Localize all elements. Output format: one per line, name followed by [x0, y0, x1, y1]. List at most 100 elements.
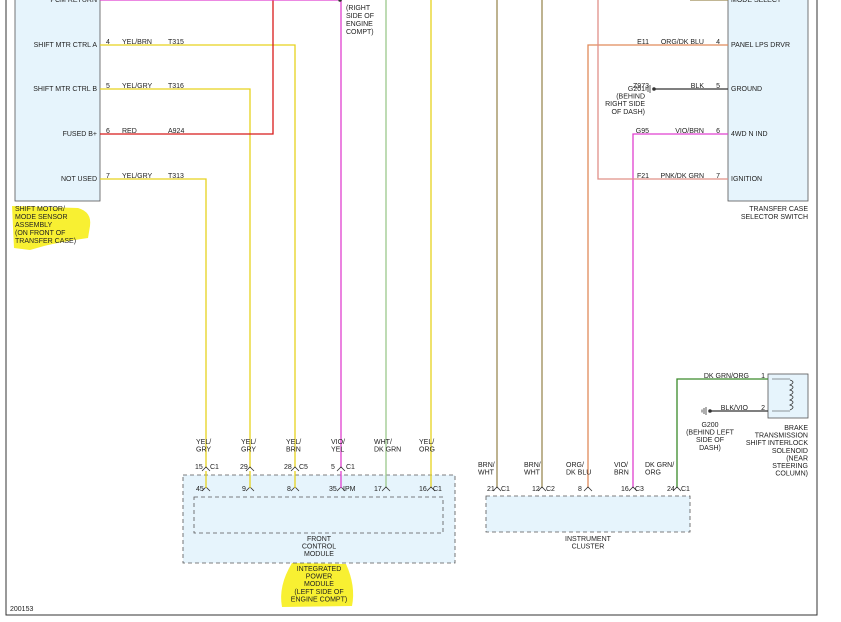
- transfer-case-circuit-id: G95: [636, 128, 649, 135]
- ipm-connector-id: C1: [433, 486, 442, 493]
- cluster-pin-number: 21: [487, 486, 495, 493]
- ground-g200-location: (BEHIND LEFT: [686, 430, 735, 437]
- shift-motor-circuit-id: A924: [168, 128, 184, 135]
- cluster-name: CLUSTER: [572, 544, 605, 551]
- fcm-name: MODULE: [304, 551, 334, 558]
- ground-top-location: COMPT): [346, 29, 374, 36]
- cluster-wire-color: ORG: [645, 470, 661, 477]
- ground-top-location: ENGINE: [346, 21, 373, 28]
- ipm-connector-id: IPM: [343, 486, 356, 493]
- transfer-case-pin-label: 4WD N IND: [731, 131, 768, 138]
- cluster-connector-id: C1: [501, 486, 510, 493]
- shift-motor-circuit-id: T316: [168, 83, 184, 90]
- ipm-wire-color: YEL/: [196, 439, 211, 446]
- ground-g200-location: G200: [701, 422, 718, 429]
- fcm-name: FRONT: [307, 536, 332, 543]
- ipm-wire-color: DK GRN: [374, 447, 401, 454]
- ipm-wire-color: BRN: [286, 447, 301, 454]
- transfer-case-name: TRANSFER CASE: [749, 206, 808, 213]
- transfer-case-wire-color: PNK/DK GRN: [660, 173, 704, 180]
- solenoid-box: [767, 373, 809, 419]
- wire-t313: [100, 178, 207, 468]
- ipm-pin-number: 8: [287, 486, 291, 493]
- ipm-wire-color: VIO/: [331, 439, 345, 446]
- cluster-wire-color: VIO/: [614, 462, 628, 469]
- transfer-case-wire-color: VIO/BRN: [675, 128, 704, 135]
- transfer-case-pin-number: 7: [716, 173, 720, 180]
- solenoid-name: COLUMN): [775, 471, 808, 478]
- ground-g201-icon: [645, 85, 656, 93]
- shift-motor-wire-color: YEL/GRY: [122, 83, 153, 90]
- cluster-wire-color: DK BLU: [566, 470, 591, 477]
- shift-motor-box: [14, 0, 101, 202]
- wires: [100, 0, 768, 488]
- shift-motor-name: (ON FRONT OF: [15, 230, 65, 237]
- shift-motor-name: ASSEMBLY: [15, 222, 53, 229]
- transfer-case-box: [727, 0, 809, 202]
- transfer-case-pin-label: IGNITION: [731, 176, 762, 183]
- ground-g200-location: SIDE OF: [696, 437, 724, 444]
- ipm-name: INTEGRATED: [297, 566, 342, 573]
- cluster-box: [485, 495, 691, 533]
- transfer-case-wire-color: ORG/DK BLU: [661, 39, 704, 46]
- cluster-connector-id: C2: [546, 486, 555, 493]
- fcm-box: [193, 496, 444, 534]
- solenoid-name: SOLENOID: [772, 448, 808, 455]
- highlight-shift-motor: [12, 206, 91, 250]
- ipm-pin-number: 45: [196, 486, 204, 493]
- solenoid-wire-color: BLK/VIO: [721, 405, 749, 412]
- transfer-case-pin-number: 4: [716, 39, 720, 46]
- shift-motor-pin-number: 6: [106, 128, 110, 135]
- shift-motor-pin-number: 7: [106, 173, 110, 180]
- transfer-case-pin-number: 5: [716, 83, 720, 90]
- ipm-wire-color: GRY: [241, 447, 256, 454]
- ipm-wire-color: ORG: [419, 447, 435, 454]
- cluster-pin-number: 24: [667, 486, 675, 493]
- ipm-jumpers: [205, 471, 342, 488]
- solenoid-name: SHIFT INTERLOCK: [746, 440, 808, 447]
- connector-arrows: [201, 466, 682, 492]
- ground-g201-location: RIGHT SIDE: [605, 101, 645, 108]
- wire-g95: [632, 133, 728, 488]
- ipm-name: POWER: [306, 574, 332, 581]
- ipm-pin-number: 35: [329, 486, 337, 493]
- transfer-case-circuit-id: E11: [637, 39, 649, 46]
- shift-motor-pin-label: SHIFT MTR CTRL B: [33, 86, 97, 93]
- ipm-wire-color: YEL/: [286, 439, 301, 446]
- ipm-wire-color: YEL/: [241, 439, 256, 446]
- ipm-name: ENGINE COMPT): [291, 596, 347, 603]
- cluster-wire-color: DK GRN/: [645, 462, 674, 469]
- cluster-pin-number: 12: [532, 486, 540, 493]
- ground-g201-location: (BEHIND: [616, 94, 645, 101]
- ipm-pin-number: 15: [195, 464, 203, 471]
- ground-g201-location: G201: [628, 86, 645, 93]
- ipm-connector-id: C5: [299, 464, 308, 471]
- cluster-pin-number: 16: [621, 486, 629, 493]
- ipm-pin-number: 9: [242, 486, 246, 493]
- solenoid-pin-number: 1: [761, 373, 765, 380]
- shift-motor-pin-label: NOT USED: [61, 176, 97, 183]
- transfer-case-circuit-id: F21: [637, 173, 649, 180]
- ground-g200-icon: [701, 407, 712, 415]
- wire-a924: [100, 0, 274, 135]
- ipm-pin-number: 29: [240, 464, 248, 471]
- ipm-pin-number: 5: [331, 464, 335, 471]
- solenoid-coil-icon: [788, 379, 794, 411]
- ipm-connector-id: C1: [210, 464, 219, 471]
- shift-motor-pin-label: PCM RETURN: [50, 0, 97, 4]
- ground-top-location: (RIGHT: [346, 5, 371, 12]
- shift-motor-name: TRANSFER CASE): [15, 238, 76, 245]
- solenoid-wire-color: DK GRN/ORG: [704, 373, 749, 380]
- shift-motor-wire-color: YEL/GRY: [122, 173, 153, 180]
- diagram-id: 200153: [10, 606, 33, 613]
- cluster-wire-color: BRN/: [524, 462, 541, 469]
- cluster-connector-id: C1: [681, 486, 690, 493]
- shift-motor-circuit-id: T315: [168, 39, 184, 46]
- ipm-wire-color: WHT/: [374, 439, 392, 446]
- shift-motor-name: MODE SENSOR: [15, 214, 68, 221]
- cluster-wire-color: ORG/: [566, 462, 584, 469]
- solenoid-name: BRAKE: [784, 425, 808, 432]
- cluster-name: INSTRUMENT: [565, 536, 612, 543]
- transfer-case-pin-label: PANEL LPS DRVR: [731, 42, 790, 49]
